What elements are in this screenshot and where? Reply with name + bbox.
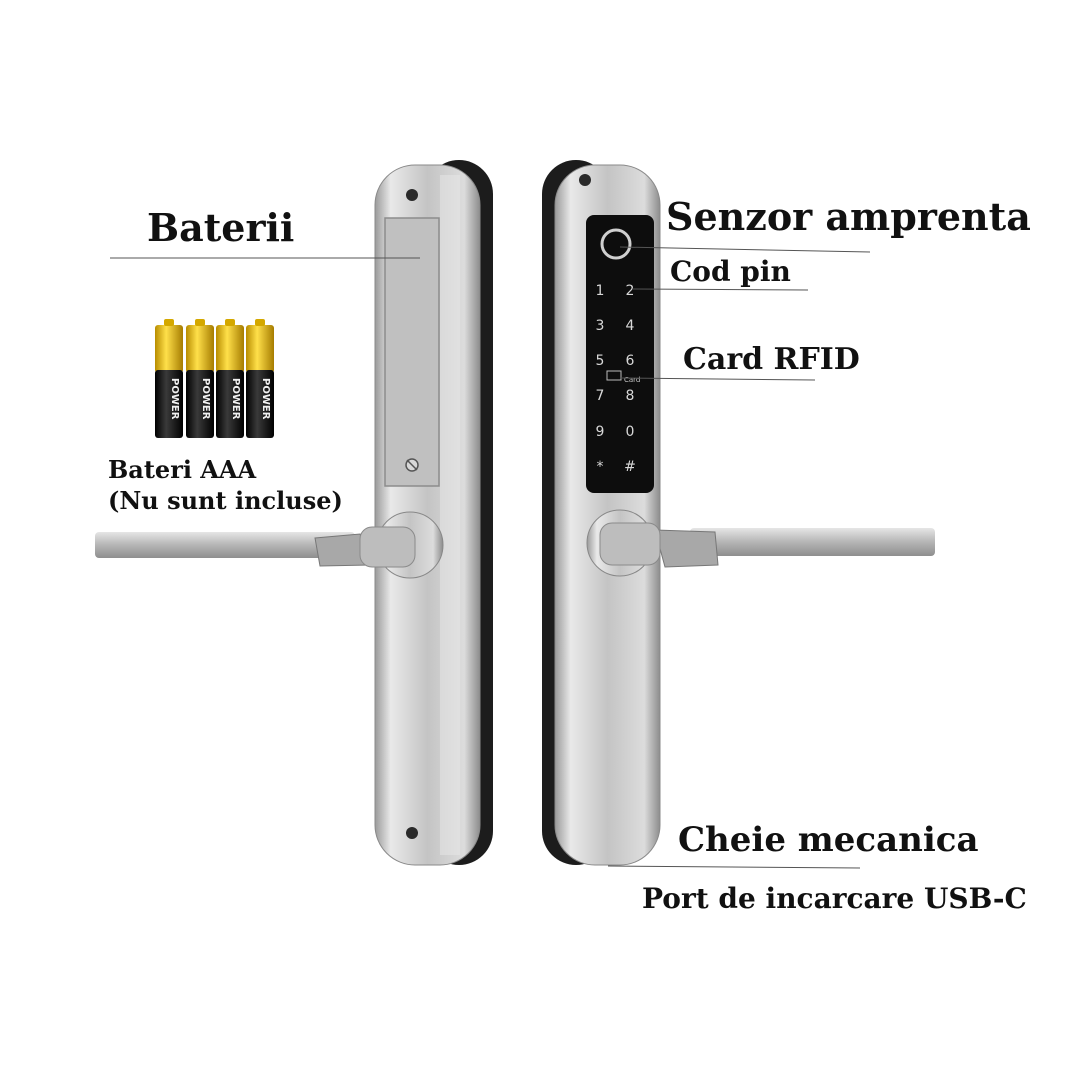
label-pin-code: Cod pin: [670, 255, 791, 288]
keypad-key-6[interactable]: 6: [626, 353, 635, 369]
keypad-key-4[interactable]: 4: [626, 318, 635, 334]
right-handle: [586, 509, 935, 577]
keypad-key-5[interactable]: 5: [596, 353, 605, 369]
fingerprint-sensor-icon: [600, 228, 632, 260]
keypad-key-hash[interactable]: #: [624, 459, 636, 475]
battery-brand: POWER: [169, 378, 180, 420]
label-battery-type: Bateri AAA: [108, 455, 257, 484]
label-batteries: Baterii: [147, 205, 295, 250]
label-rfid-card: Card RFID: [683, 342, 860, 377]
keypad-key-0[interactable]: 0: [626, 424, 635, 440]
keypad-key-star[interactable]: *: [597, 459, 604, 475]
screw-hole-top: [406, 189, 418, 201]
battery-1: POWER: [155, 319, 183, 438]
battery-brand: POWER: [200, 378, 211, 420]
keypad-key-7[interactable]: 7: [596, 388, 605, 404]
battery-brand: POWER: [260, 378, 271, 420]
card-icon-label: Card: [624, 376, 640, 384]
battery-4: POWER: [246, 319, 274, 438]
aaa-batteries: POWER POWER POWER POWER: [155, 319, 274, 438]
keypad-key-9[interactable]: 9: [596, 424, 605, 440]
right-lock-body: [542, 160, 661, 866]
keypad-key-8[interactable]: 8: [626, 388, 635, 404]
keypad-key-2[interactable]: 2: [626, 283, 635, 299]
left-lock-body: [374, 160, 493, 866]
label-battery-note: (Nu sunt incluse): [108, 486, 343, 515]
keypad-panel: [586, 215, 654, 493]
left-handle: [95, 511, 444, 579]
battery-2: POWER: [186, 319, 214, 438]
battery-3: POWER: [216, 319, 244, 438]
keypad: 1 2 3 4 5 6 Card 7 8 9 0 * #: [596, 283, 641, 475]
callout-line-key: [607, 865, 861, 869]
keypad-key-1[interactable]: 1: [596, 283, 605, 299]
battery-brand: POWER: [230, 378, 241, 420]
keypad-key-3[interactable]: 3: [596, 318, 605, 334]
callout-line-pin: [631, 288, 809, 291]
card-icon: [606, 370, 622, 381]
callout-lines: [110, 246, 871, 869]
label-charging-port: Port de incarcare USB-C: [642, 882, 1027, 915]
label-fingerprint-sensor: Senzor amprenta: [666, 194, 1031, 239]
battery-cover: [384, 217, 440, 487]
callout-line-rfid: [619, 377, 816, 381]
label-mechanical-key: Cheie mecanica: [678, 820, 979, 860]
screw-hole-bottom: [406, 827, 418, 839]
callout-line-fingerprint: [619, 246, 871, 253]
